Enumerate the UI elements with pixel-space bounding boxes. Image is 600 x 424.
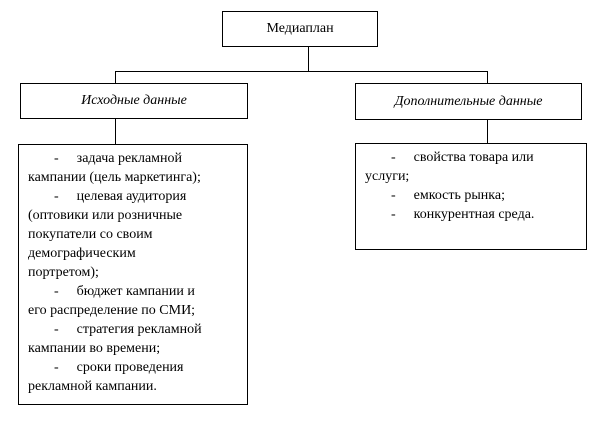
connector-initial-stem	[115, 119, 116, 144]
list-item-text: стратегия рекламной кампании во времени;	[28, 322, 202, 356]
bullet-dash: -	[391, 188, 396, 203]
list-item: -бюджет кампании и его распределение по …	[28, 282, 206, 320]
connector-root-stem	[308, 47, 309, 72]
connector-drop-right	[487, 71, 488, 84]
list-item: -задача рекламной кампании (цель маркети…	[28, 149, 206, 187]
bullet-dash: -	[391, 150, 396, 165]
bullet-dash: -	[54, 322, 59, 337]
list-item: - конкурентная среда.	[365, 205, 550, 224]
bullet-dash: -	[54, 284, 59, 299]
list-item-text: бюджет кампании и его распределение по С…	[28, 284, 196, 318]
bullet-dash: -	[54, 360, 59, 375]
initial-data-list-box: -задача рекламной кампании (цель маркети…	[18, 144, 248, 405]
list-item-text: целевая аудитория (оптовики или розничны…	[28, 189, 187, 280]
list-item: -сроки проведения рекламной кампании.	[28, 358, 206, 396]
list-item-text: сроки проведения рекламной кампании.	[28, 360, 184, 394]
list-item-text: задача рекламной кампании (цель маркетин…	[28, 151, 201, 185]
list-item: -стратегия рекламной кампании во времени…	[28, 320, 206, 358]
node-mediaplan: Медиаплан	[222, 11, 378, 47]
additional-data-list-box: -свойства товара или услуги; -емкость ры…	[355, 143, 587, 250]
bullet-dash: -	[54, 189, 59, 204]
connector-horizontal-bar	[115, 71, 488, 72]
list-item-text: емкость рынка;	[413, 188, 505, 203]
bullet-dash: -	[54, 151, 59, 166]
list-item-text: конкурентная среда.	[413, 207, 535, 222]
list-item: - емкость рынка;	[365, 186, 550, 205]
node-mediaplan-label: Медиаплан	[266, 21, 334, 36]
list-item-text: свойства товара или услуги;	[365, 150, 534, 184]
connector-drop-left	[115, 71, 116, 84]
node-initial-data-label: Исходные данные	[81, 93, 187, 108]
connector-additional-stem	[487, 120, 488, 143]
list-item: -свойства товара или услуги;	[365, 148, 550, 186]
node-initial-data: Исходные данные	[20, 83, 248, 119]
list-item: -целевая аудитория (оптовики или розничн…	[28, 187, 206, 282]
node-additional-data: Дополнительные данные	[355, 83, 582, 120]
node-additional-data-label: Дополнительные данные	[394, 93, 543, 109]
bullet-dash: -	[391, 207, 396, 222]
